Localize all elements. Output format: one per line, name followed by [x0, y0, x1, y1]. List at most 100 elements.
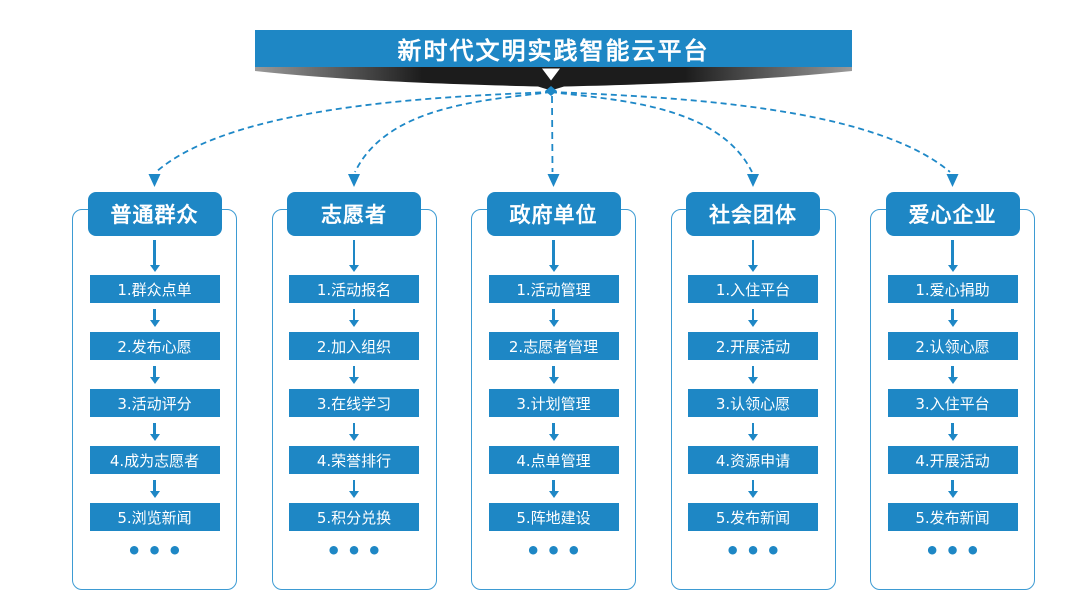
flow-step: 1.活动报名	[289, 275, 419, 303]
column-card-4: 社会团体 1.入住平台 2.开展活动 3.认领心愿 4.资源申请 5.发布新闻 •••	[670, 192, 836, 590]
column-header: 爱心企业	[885, 192, 1020, 236]
column-header: 社会团体	[686, 192, 820, 236]
flow-step: 5.浏览新闻	[89, 503, 220, 531]
flow-step: 3.活动评分	[89, 389, 220, 417]
more-steps-ellipsis: •••	[724, 537, 787, 565]
arrow-head	[947, 434, 958, 441]
connector-arrow-icon-1	[148, 174, 161, 187]
flow-step: 5.发布新闻	[887, 503, 1018, 531]
connector-line-1	[155, 91, 552, 173]
connector-line-5	[550, 91, 951, 173]
arrow-stem	[751, 240, 755, 265]
down-arrow-icon	[748, 474, 758, 503]
arrow-stem	[153, 309, 156, 320]
arrow-stem	[751, 309, 755, 320]
column-header: 政府单位	[486, 192, 621, 236]
banner-shadow	[255, 66, 852, 91]
flow-step: 5.阵地建设	[488, 503, 619, 531]
arrow-stem	[352, 309, 356, 320]
flow-step: 3.入住平台	[887, 389, 1018, 417]
flow-step: 1.入住平台	[688, 275, 818, 303]
connector-line-3	[551, 95, 554, 173]
down-arrow-icon	[947, 474, 958, 503]
down-arrow-icon	[548, 303, 559, 332]
connector-overlay	[148, 66, 959, 187]
arrow-head	[748, 377, 758, 384]
flow-step: 2.发布心愿	[89, 332, 220, 360]
down-arrow-icon	[548, 474, 559, 503]
down-arrow-icon	[947, 236, 958, 275]
down-arrow-icon	[349, 360, 359, 389]
down-arrow-icon	[748, 417, 758, 446]
arrow-stem	[352, 480, 356, 491]
arrow-stem	[951, 240, 954, 265]
flow-step: 4.点单管理	[488, 446, 619, 474]
arrow-head	[149, 265, 160, 272]
down-arrow-icon	[548, 236, 559, 275]
column-header: 志愿者	[287, 192, 421, 236]
more-steps-ellipsis: •••	[924, 537, 986, 565]
down-arrow-icon	[149, 360, 160, 389]
arrow-stem	[552, 480, 555, 491]
arrow-head	[349, 265, 359, 272]
arrow-stem	[951, 366, 954, 377]
down-arrow-icon	[149, 474, 160, 503]
banner-arrow-icon	[542, 68, 560, 81]
arrow-head	[349, 434, 359, 441]
down-arrow-icon	[947, 360, 958, 389]
flow-step: 4.成为志愿者	[89, 446, 220, 474]
down-arrow-icon	[349, 303, 359, 332]
flow-step: 4.开展活动	[887, 446, 1018, 474]
arrow-head	[548, 265, 559, 272]
arrow-stem	[751, 423, 755, 434]
more-steps-ellipsis: •••	[325, 537, 388, 565]
arrow-head	[748, 434, 758, 441]
arrow-stem	[951, 423, 954, 434]
connector-line-4	[550, 91, 753, 173]
arrow-stem	[153, 240, 156, 265]
down-arrow-icon	[748, 303, 758, 332]
more-steps-ellipsis: •••	[126, 537, 188, 565]
hub-node-icon	[545, 86, 557, 96]
down-arrow-icon	[349, 474, 359, 503]
flow-step: 3.认领心愿	[688, 389, 818, 417]
flow-step: 2.加入组织	[289, 332, 419, 360]
arrow-head	[748, 491, 758, 498]
flow-step: 1.活动管理	[488, 275, 619, 303]
arrow-stem	[951, 480, 954, 491]
arrow-head	[349, 377, 359, 384]
connector-arrow-icon-4	[747, 174, 759, 187]
flow-step: 5.积分兑换	[289, 503, 419, 531]
arrow-stem	[352, 366, 356, 377]
down-arrow-icon	[947, 417, 958, 446]
flow-step: 4.资源申请	[688, 446, 818, 474]
down-arrow-icon	[548, 417, 559, 446]
down-arrow-icon	[149, 417, 160, 446]
arrow-head	[748, 265, 758, 272]
down-arrow-icon	[149, 236, 160, 275]
flow-step: 3.计划管理	[488, 389, 619, 417]
connector-arrow-icon-5	[946, 174, 959, 187]
down-arrow-icon	[548, 360, 559, 389]
arrow-head	[947, 265, 958, 272]
flow-step: 2.开展活动	[688, 332, 818, 360]
connector-arrow-icon-3	[547, 174, 560, 187]
arrow-head	[349, 320, 359, 327]
arrow-head	[548, 320, 559, 327]
arrow-stem	[552, 423, 555, 434]
more-steps-ellipsis: •••	[525, 537, 587, 565]
arrow-head	[548, 491, 559, 498]
column-header: 普通群众	[87, 192, 222, 236]
down-arrow-icon	[149, 303, 160, 332]
arrow-head	[748, 320, 758, 327]
arrow-stem	[153, 423, 156, 434]
arrow-stem	[352, 240, 356, 265]
flow-step: 5.发布新闻	[688, 503, 818, 531]
connector-line-2	[354, 91, 552, 173]
arrow-head	[349, 491, 359, 498]
arrow-head	[947, 377, 958, 384]
page-title: 新时代文明实践智能云平台	[255, 30, 852, 67]
